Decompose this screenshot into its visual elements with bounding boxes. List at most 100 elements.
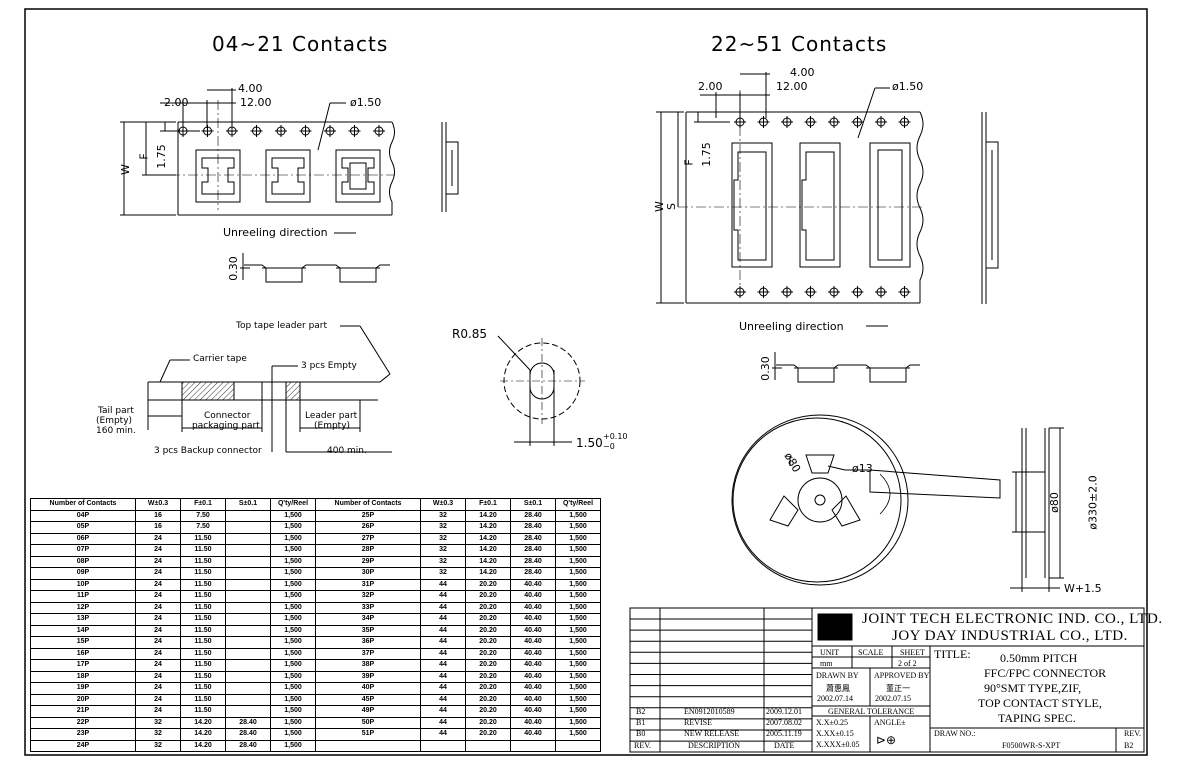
spec-cell	[225, 601, 271, 614]
spec-cell: 14.20	[465, 544, 511, 557]
dim-pitch-4: 4.00	[238, 82, 263, 95]
dim-12: 12.00	[240, 96, 272, 109]
spec-cell: 39P	[315, 670, 421, 683]
spec-cell: 11.50	[180, 578, 226, 591]
desc-header: DESCRIPTION	[688, 741, 741, 750]
spec-cell: 40.40	[510, 578, 556, 591]
spec-cell: 1,500	[270, 716, 316, 729]
spec-cell: 28.40	[510, 555, 556, 568]
spec-cell: 28.40	[225, 728, 271, 741]
spec-cell: 44	[420, 647, 466, 660]
dim-175-left: 1.75	[154, 144, 168, 169]
spec-cell: 27P	[315, 532, 421, 545]
right-section-title: 22~51 Contacts	[711, 32, 888, 56]
spec-cell: 44	[420, 636, 466, 649]
tol-2: X.XX±0.15	[816, 729, 854, 738]
spec-cell: 44	[420, 728, 466, 741]
spec-cell: 40.40	[510, 647, 556, 660]
rev-date: 2009.12.01	[766, 707, 802, 716]
dim-2: 2.00	[164, 96, 189, 109]
spec-cell: 24	[135, 659, 181, 672]
spec-cell: 32	[420, 521, 466, 534]
approved-date: 2002.07.15	[875, 694, 911, 703]
dim-hole-dia-right: ø1.50	[892, 80, 924, 93]
spec-cell	[555, 739, 601, 752]
spec-cell: 24	[135, 647, 181, 660]
spec-cell: 14.20	[465, 555, 511, 568]
spec-cell: 12P	[30, 601, 136, 614]
spec-cell: 1,500	[270, 670, 316, 683]
spec-cell: 51P	[315, 728, 421, 741]
spec-cell: 11.50	[180, 636, 226, 649]
spec-cell: 1,500	[270, 705, 316, 718]
spec-header-cell: W±0.3	[135, 498, 181, 511]
approved-by-label: APPROVED BY	[874, 671, 930, 680]
spec-cell: 1,500	[270, 578, 316, 591]
backup-label: 3 pcs Backup connector	[154, 446, 262, 456]
spec-cell: 24	[135, 590, 181, 603]
spec-cell: 40.40	[510, 670, 556, 683]
dim-2-right: 2.00	[698, 80, 723, 93]
spec-cell: 20.20	[465, 716, 511, 729]
spec-cell: 20.20	[465, 590, 511, 603]
drawn-date: 2002.07.14	[817, 694, 853, 703]
spec-cell: 28.40	[225, 739, 271, 752]
spec-cell: 32	[135, 716, 181, 729]
spec-cell	[225, 532, 271, 545]
spec-cell: 28.40	[510, 532, 556, 545]
spec-cell: 11.50	[180, 693, 226, 706]
spec-cell: 32	[135, 739, 181, 752]
general-tolerance: GENERAL TOLERANCE	[828, 707, 915, 716]
spec-cell: 21P	[30, 705, 136, 718]
spec-cell: 1,500	[270, 647, 316, 660]
spec-cell: 1,500	[555, 544, 601, 557]
rev-date: 2007.08.02	[766, 718, 802, 727]
rev-date: 2005.11.19	[766, 729, 802, 738]
dim-f-right: F	[682, 159, 696, 166]
spec-cell: 44	[420, 716, 466, 729]
unreeling-label-left: Unreeling direction	[223, 226, 328, 239]
spec-cell: 40.40	[510, 659, 556, 672]
spec-cell: 11.50	[180, 544, 226, 557]
spec-cell: 25P	[315, 509, 421, 522]
phi330-label: ø330±2.0	[1086, 475, 1100, 530]
spec-cell: 38P	[315, 659, 421, 672]
spec-cell: 1,500	[270, 728, 316, 741]
spec-cell	[420, 739, 466, 752]
title-block-lines	[629, 607, 1145, 753]
spec-cell: 1,500	[555, 521, 601, 534]
rev-code: B1	[636, 718, 646, 727]
spec-cell: 40.40	[510, 682, 556, 695]
spec-cell: 1,500	[270, 613, 316, 626]
spec-cell: 11.50	[180, 601, 226, 614]
spec-cell: 32	[135, 728, 181, 741]
sheet-label: SHEET	[900, 648, 925, 657]
scale-label: SCALE	[858, 648, 884, 657]
spec-cell: 1,500	[555, 636, 601, 649]
spec-cell	[225, 636, 271, 649]
reel-drawing	[731, 414, 1064, 592]
dim-w-right: W	[652, 201, 666, 212]
spec-cell: 44	[420, 705, 466, 718]
spec-cell: 40.40	[510, 693, 556, 706]
spec-cell: 32	[420, 567, 466, 580]
spec-cell	[225, 544, 271, 557]
spec-cell	[225, 647, 271, 660]
spec-header-cell: Number of Contacts	[315, 498, 421, 511]
spec-header-cell: S±0.1	[225, 498, 271, 511]
spec-cell: 40.40	[510, 624, 556, 637]
w15-label: W+1.5	[1064, 582, 1102, 595]
spec-cell	[225, 705, 271, 718]
spec-cell: 24	[135, 532, 181, 545]
spec-cell	[225, 521, 271, 534]
spec-cell: 14.20	[465, 521, 511, 534]
spec-cell: 05P	[30, 521, 136, 534]
spec-cell: 28.40	[510, 567, 556, 580]
spec-header-cell: F±0.1	[465, 498, 511, 511]
